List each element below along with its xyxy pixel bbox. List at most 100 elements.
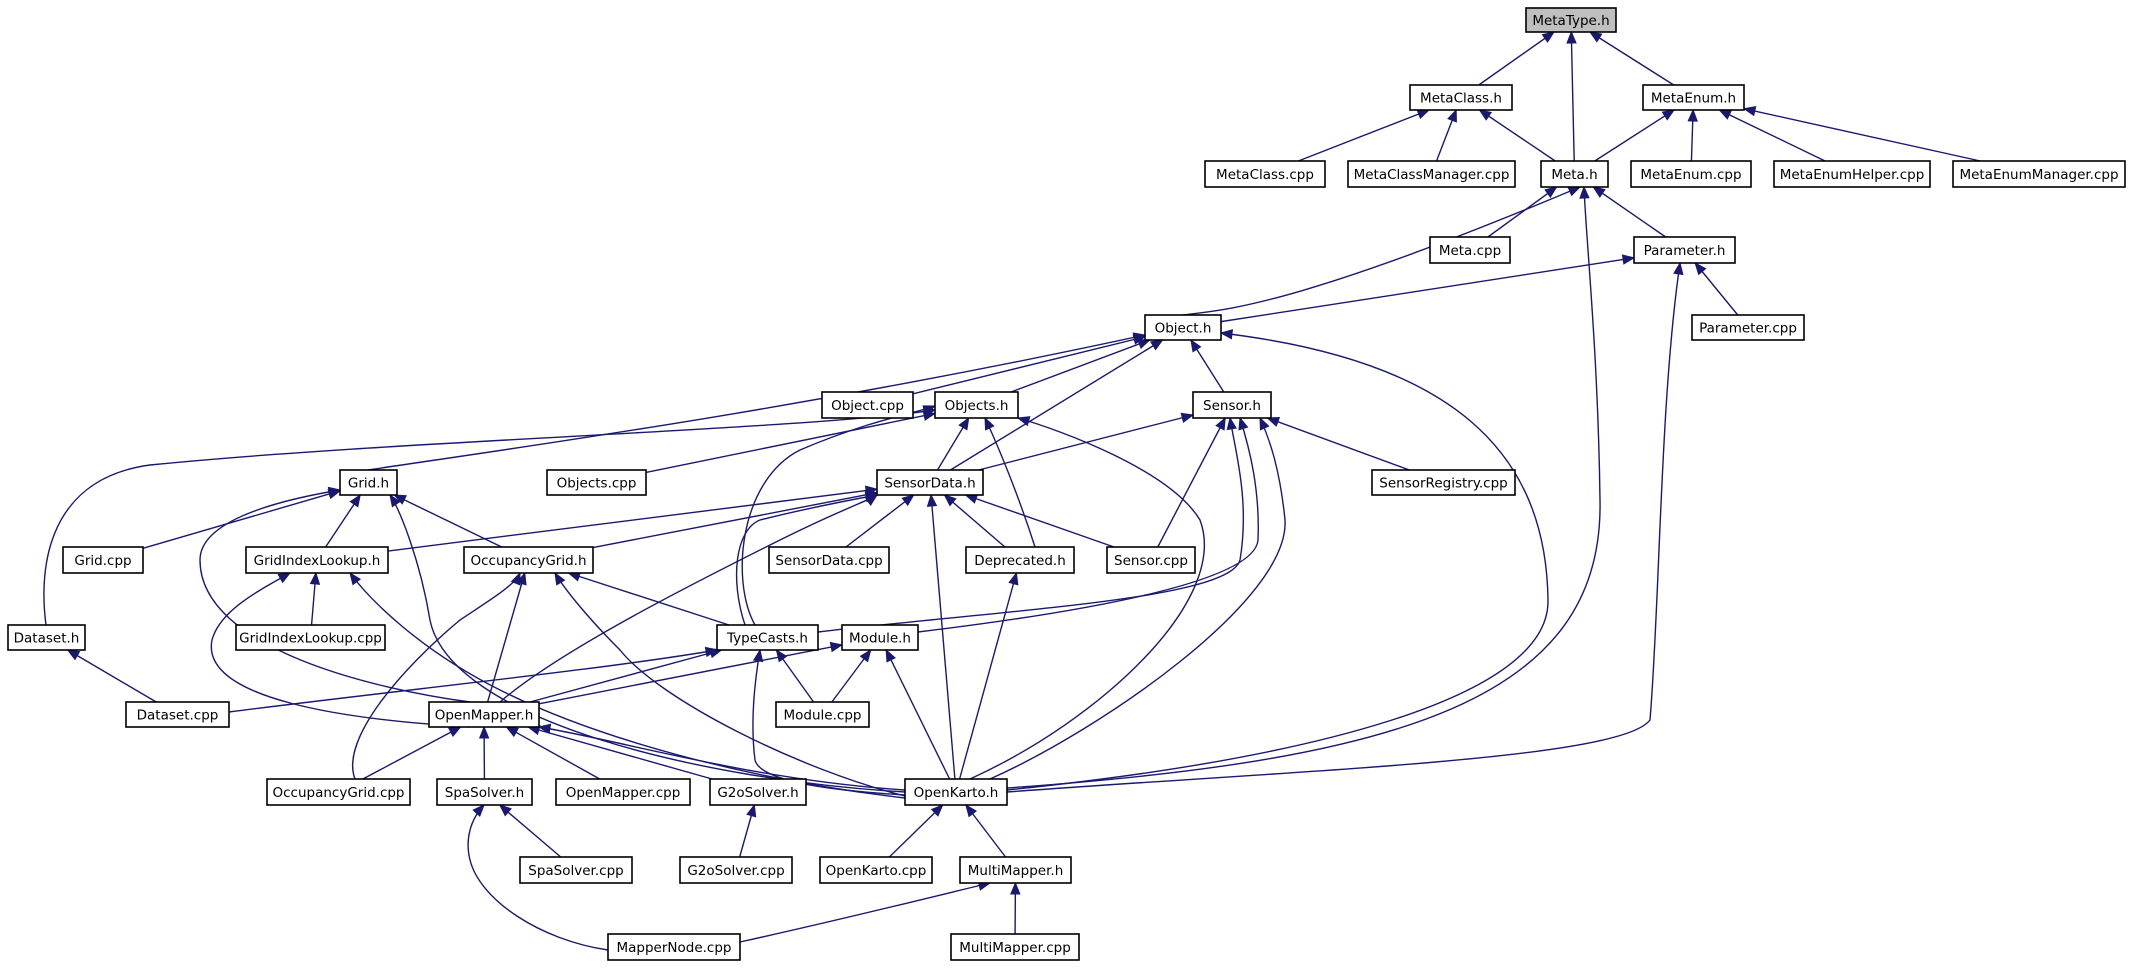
- node-metaenummanager-cpp[interactable]: MetaEnumManager.cpp: [1952, 160, 2126, 188]
- edge-openmapper_h-to-occupancygrid_h: [486, 571, 527, 703]
- node-g2osolver-h[interactable]: G2oSolver.h: [709, 778, 807, 806]
- node-box: [819, 856, 933, 884]
- node-openkarto-h[interactable]: OpenKarto.h: [904, 778, 1008, 806]
- node-objects-cpp[interactable]: Objects.cpp: [546, 469, 647, 496]
- node-mappernode-cpp[interactable]: MapperNode.cpp: [607, 933, 741, 961]
- node-gridindexlookup-h[interactable]: GridIndexLookup.h: [245, 546, 389, 574]
- node-openmapper-cpp[interactable]: OpenMapper.cpp: [555, 778, 691, 806]
- node-box: [1192, 391, 1272, 419]
- edge-mappernode_cpp-to-multimapper_h: [739, 880, 992, 943]
- node-metaclassmanager-cpp[interactable]: MetaClassManager.cpp: [1347, 160, 1516, 188]
- arrowhead-icon: [1694, 261, 1707, 276]
- edge-line: [367, 334, 1146, 471]
- arrowhead-icon: [926, 493, 938, 507]
- arrowhead-icon: [1226, 416, 1237, 431]
- node-metaclass-h[interactable]: MetaClass.h: [1409, 84, 1513, 111]
- node-sensor-h[interactable]: Sensor.h: [1192, 391, 1272, 419]
- edge-module_cpp-to-typecasts_h: [775, 648, 815, 703]
- node-multimapper-cpp[interactable]: MultiMapper.cpp: [950, 933, 1080, 961]
- arrowhead-icon: [1592, 186, 1606, 198]
- node-module-cpp[interactable]: Module.cpp: [775, 701, 870, 728]
- arrowhead-icon: [1416, 109, 1431, 120]
- edge-typecasts_h-to-sensor_h: [817, 416, 1245, 633]
- arrowhead-icon: [1478, 109, 1493, 121]
- node-occupancygrid-cpp[interactable]: OccupancyGrid.cpp: [266, 778, 411, 806]
- node-label: Parameter.cpp: [1699, 321, 1797, 337]
- node-occupancygrid-h[interactable]: OccupancyGrid.h: [463, 546, 594, 574]
- edge-dataset_h-to-objects_h: [43, 406, 937, 626]
- node-box: [1429, 236, 1511, 264]
- edge-line: [499, 494, 878, 703]
- node-label: MetaClass.cpp: [1216, 167, 1314, 183]
- arrowhead-icon: [554, 571, 566, 586]
- node-spasolver-cpp[interactable]: SpaSolver.cpp: [519, 856, 633, 884]
- node-label: OpenMapper.h: [435, 708, 534, 724]
- edge-line: [142, 490, 341, 549]
- node-openkarto-cpp[interactable]: OpenKarto.cpp: [819, 856, 933, 884]
- node-parameter-h[interactable]: Parameter.h: [1633, 236, 1736, 264]
- edge-object_h-to-parameter_h: [1220, 254, 1636, 323]
- node-metaenum-h[interactable]: MetaEnum.h: [1642, 84, 1745, 111]
- node-box: [1540, 160, 1609, 188]
- node-label: OpenMapper.cpp: [566, 785, 681, 801]
- node-object-cpp[interactable]: Object.cpp: [821, 391, 914, 419]
- node-label: Meta.cpp: [1439, 243, 1501, 259]
- node-meta-cpp[interactable]: Meta.cpp: [1429, 236, 1511, 264]
- edge-line: [817, 417, 1245, 633]
- node-multimapper-h[interactable]: MultiMapper.h: [959, 856, 1072, 884]
- node-sensordata-cpp[interactable]: SensorData.cpp: [768, 546, 890, 574]
- node-sensordata-h[interactable]: SensorData.h: [876, 469, 984, 496]
- arrowhead-icon: [1621, 254, 1636, 265]
- edge-sensordata_h-to-object_h: [950, 339, 1164, 471]
- arrowhead-icon: [66, 649, 81, 661]
- node-metaenumhelper-cpp[interactable]: MetaEnumHelper.cpp: [1773, 160, 1931, 188]
- node-label: Deprecated.h: [974, 553, 1066, 569]
- edge-module_h-to-sensor_h: [917, 416, 1259, 633]
- node-gridindexlookup-cpp[interactable]: GridIndexLookup.cpp: [235, 624, 386, 651]
- node-dataset-h[interactable]: Dataset.h: [7, 624, 86, 651]
- arrowhead-icon: [309, 571, 321, 585]
- node-objects-h[interactable]: Objects.h: [934, 391, 1019, 419]
- node-metaclass-cpp[interactable]: MetaClass.cpp: [1204, 160, 1326, 188]
- node-label: TypeCasts.h: [726, 631, 808, 647]
- node-meta-h[interactable]: Meta.h: [1540, 160, 1609, 188]
- node-box: [1633, 236, 1736, 264]
- node-label: Objects.h: [945, 398, 1009, 414]
- edge-line: [1006, 262, 1681, 793]
- node-box: [768, 546, 890, 574]
- node-box: [245, 546, 389, 574]
- node-module-h[interactable]: Module.h: [841, 624, 919, 651]
- node-box: [1952, 160, 2126, 188]
- node-label: Dataset.cpp: [137, 708, 219, 724]
- node-object-h[interactable]: Object.h: [1144, 314, 1222, 341]
- edge-meta_cpp-to-meta_h: [1487, 186, 1558, 238]
- edge-line: [735, 494, 878, 626]
- arrowhead-icon: [1219, 329, 1234, 340]
- node-box: [1691, 314, 1805, 341]
- node-dataset-cpp[interactable]: Dataset.cpp: [125, 701, 230, 728]
- edge-gridindexlookup_h-to-sensordata_h: [387, 485, 879, 552]
- node-grid-cpp[interactable]: Grid.cpp: [62, 546, 144, 574]
- node-g2osolver-cpp[interactable]: G2oSolver.cpp: [679, 856, 793, 884]
- node-label: OccupancyGrid.h: [470, 553, 586, 569]
- node-spasolver-h[interactable]: SpaSolver.h: [436, 778, 533, 806]
- arrowhead-icon: [349, 493, 361, 508]
- node-deprecated-h[interactable]: Deprecated.h: [965, 546, 1075, 574]
- node-metaenum-cpp[interactable]: MetaEnum.cpp: [1630, 160, 1752, 188]
- arrowhead-icon: [958, 416, 970, 431]
- node-openmapper-h[interactable]: OpenMapper.h: [428, 701, 540, 728]
- node-sensorregistry-cpp[interactable]: SensorRegistry.cpp: [1371, 469, 1516, 496]
- arrowhead-icon: [510, 571, 521, 586]
- node-grid-h[interactable]: Grid.h: [339, 469, 398, 496]
- arrowhead-icon: [1566, 30, 1577, 44]
- node-box: [1409, 84, 1513, 111]
- node-parameter-cpp[interactable]: Parameter.cpp: [1691, 314, 1805, 341]
- arrowhead-icon: [1132, 332, 1147, 343]
- edge-meta_h-to-metatype_h: [1566, 30, 1577, 162]
- edge-module_cpp-to-module_h: [831, 648, 872, 703]
- arrowhead-icon: [1579, 185, 1590, 199]
- node-typecasts-h[interactable]: TypeCasts.h: [716, 624, 819, 651]
- node-sensor-cpp[interactable]: Sensor.cpp: [1106, 546, 1196, 574]
- node-metatype-h[interactable]: MetaType.h: [1525, 7, 1617, 33]
- edge-openkarto_h-to-typecasts_h: [752, 648, 906, 796]
